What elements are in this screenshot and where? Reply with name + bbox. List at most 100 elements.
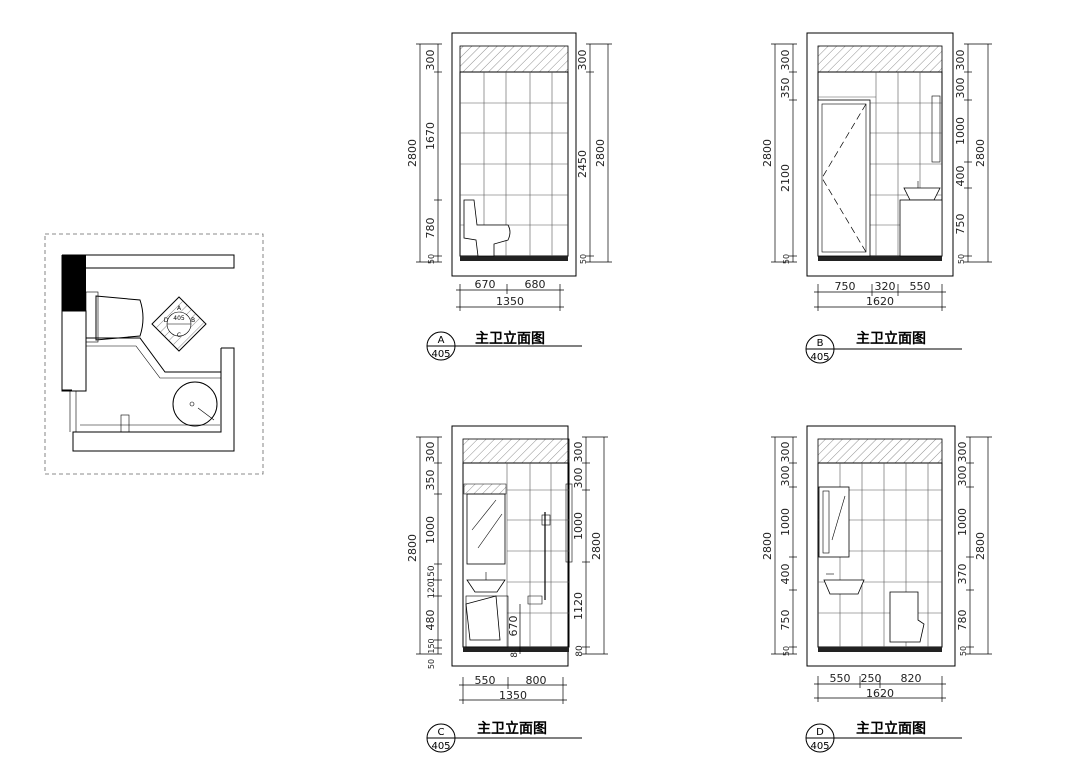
dim-b-right-5: 50 (957, 254, 966, 264)
elevation-d-ceiling (817, 438, 943, 464)
dim-a-bottom-0: 670 (475, 278, 496, 291)
dim-d-right-2: 1000 (956, 508, 969, 536)
dim-a-right-2: 50 (579, 254, 588, 264)
dim-d-bottom-1: 250 (861, 672, 882, 685)
floor-plan: A D B C 405 (44, 233, 264, 475)
dim-c-bottom-total: 1350 (499, 689, 527, 702)
dim-d-left-5: 50 (782, 646, 791, 656)
dim-d-right-total: 2800 (974, 532, 987, 560)
dim-c-right-0: 300 (572, 442, 585, 463)
dim-b-left-1: 350 (779, 78, 792, 99)
elevation-c-title-block: C 405 主卫立面图 (426, 720, 582, 753)
dim-b-right-3: 400 (954, 166, 967, 187)
dim-b-bottom-2: 550 (910, 280, 931, 293)
elevation-b-title: 主卫立面图 (856, 330, 926, 347)
dim-a-right-total: 2800 (594, 139, 607, 167)
elevation-a-title-block: A 405 主卫立面图 (426, 330, 582, 361)
elevation-a-ref: 405 (431, 349, 450, 360)
dim-d-left-2: 1000 (779, 508, 792, 536)
dim-b-right-4: 750 (954, 214, 967, 235)
elevation-b-ref: 405 (810, 352, 829, 363)
dim-d-right-5: 50 (959, 646, 968, 656)
elevation-b: 300 350 2100 50 2800 300 300 1000 400 75… (761, 32, 992, 364)
dim-c-right-total: 2800 (590, 532, 603, 560)
elevation-b-ceiling (817, 45, 943, 73)
elevation-d-basin (823, 579, 865, 595)
dim-a-left-2: 780 (424, 218, 437, 239)
dim-c-right-2: 1000 (572, 512, 585, 540)
plan-top-wall (62, 254, 235, 269)
dim-d-bottom-2: 820 (901, 672, 922, 685)
plan-basin (172, 381, 218, 427)
dim-c-left-7: 50 (427, 659, 436, 669)
dim-d-right-0: 300 (956, 442, 969, 463)
plan-marker-a: A (177, 305, 182, 312)
dim-c-left-6: 150 (427, 638, 436, 653)
dim-b-right-2: 1000 (954, 117, 967, 145)
dim-c-left-1: 350 (424, 470, 437, 491)
dim-d-bottom-0: 550 (830, 672, 851, 685)
dim-d-left-3: 400 (779, 564, 792, 585)
dim-a-right-1: 2450 (576, 150, 589, 178)
elevation-a-ceiling (459, 45, 569, 73)
dim-b-right-total: 2800 (974, 139, 987, 167)
dim-c-inner-1: 80 (510, 646, 520, 658)
plan-marker-b: B (191, 317, 195, 324)
dim-c-bottom-0: 550 (475, 674, 496, 687)
plan-dark-column (62, 255, 86, 311)
elevation-c-ref: 405 (431, 741, 450, 752)
elevation-d-toilet (889, 591, 925, 643)
dim-b-right-0: 300 (954, 50, 967, 71)
dim-c-right-3: 1120 (572, 592, 585, 620)
dim-b-bottom-0: 750 (835, 280, 856, 293)
elevation-d-ref: 405 (810, 741, 829, 752)
plan-marker-c: C (177, 332, 181, 339)
dim-a-left-1: 1670 (424, 122, 437, 150)
plan-wall-right (72, 347, 235, 452)
dim-a-left-total: 2800 (406, 139, 419, 167)
elevation-d-title: 主卫立面图 (856, 720, 926, 737)
dim-d-left-4: 750 (779, 610, 792, 631)
elevation-a-frame (451, 32, 577, 277)
elevation-d: 300 300 1000 400 750 50 2800 300 300 100… (761, 425, 992, 753)
elevation-b-mirror (931, 95, 941, 163)
dim-c-left-5: 480 (424, 610, 437, 631)
dim-b-bottom-1: 320 (875, 280, 896, 293)
dim-c-right-4: 80 (575, 645, 585, 657)
elevation-a-toilet (463, 199, 511, 257)
elevation-d-frame (806, 425, 956, 667)
dim-b-left-3: 50 (782, 254, 791, 264)
dim-d-left-0: 300 (779, 442, 792, 463)
elevation-b-frame (806, 32, 954, 277)
elevation-c-id: C (438, 727, 445, 738)
elevation-c-mirror (466, 493, 506, 565)
dim-d-right-3: 370 (956, 564, 969, 585)
dim-c-right-1: 300 (572, 468, 585, 489)
dim-b-left-2: 2100 (779, 164, 792, 192)
dim-c-inner-0: 670 (507, 616, 520, 637)
dim-d-bottom-total: 1620 (866, 687, 894, 700)
dim-a-right-0: 300 (576, 50, 589, 71)
dim-d-left-1: 300 (779, 466, 792, 487)
dim-d-right-4: 780 (956, 610, 969, 631)
plan-marker-d: D (164, 317, 169, 324)
plan-fixture (95, 295, 144, 341)
dim-c-left-4: 120 (427, 581, 437, 598)
plan-marker-ref: 405 (173, 315, 185, 322)
plan-elevation-marker: A D B C 405 (151, 296, 207, 352)
dim-a-left-0: 300 (424, 50, 437, 71)
dim-d-right-1: 300 (956, 466, 969, 487)
elevation-b-title-block: B 405 主卫立面图 (805, 330, 962, 364)
dim-c-bottom-1: 800 (526, 674, 547, 687)
elevation-d-title-block: D 405 主卫立面图 (805, 720, 962, 753)
elevation-c-ceiling (462, 438, 570, 464)
elevation-c-basin (466, 579, 506, 593)
dim-b-left-total: 2800 (761, 139, 774, 167)
elevation-c-frame (451, 425, 569, 667)
dim-b-bottom-total: 1620 (866, 295, 894, 308)
elevation-b-basin (903, 187, 941, 201)
dim-a-bottom-1: 680 (525, 278, 546, 291)
dim-c-left-3: 150 (427, 565, 437, 582)
dim-a-left-3: 50 (427, 254, 436, 264)
elevation-a: 300 1670 780 50 2800 300 2450 50 2800 67… (406, 32, 612, 361)
